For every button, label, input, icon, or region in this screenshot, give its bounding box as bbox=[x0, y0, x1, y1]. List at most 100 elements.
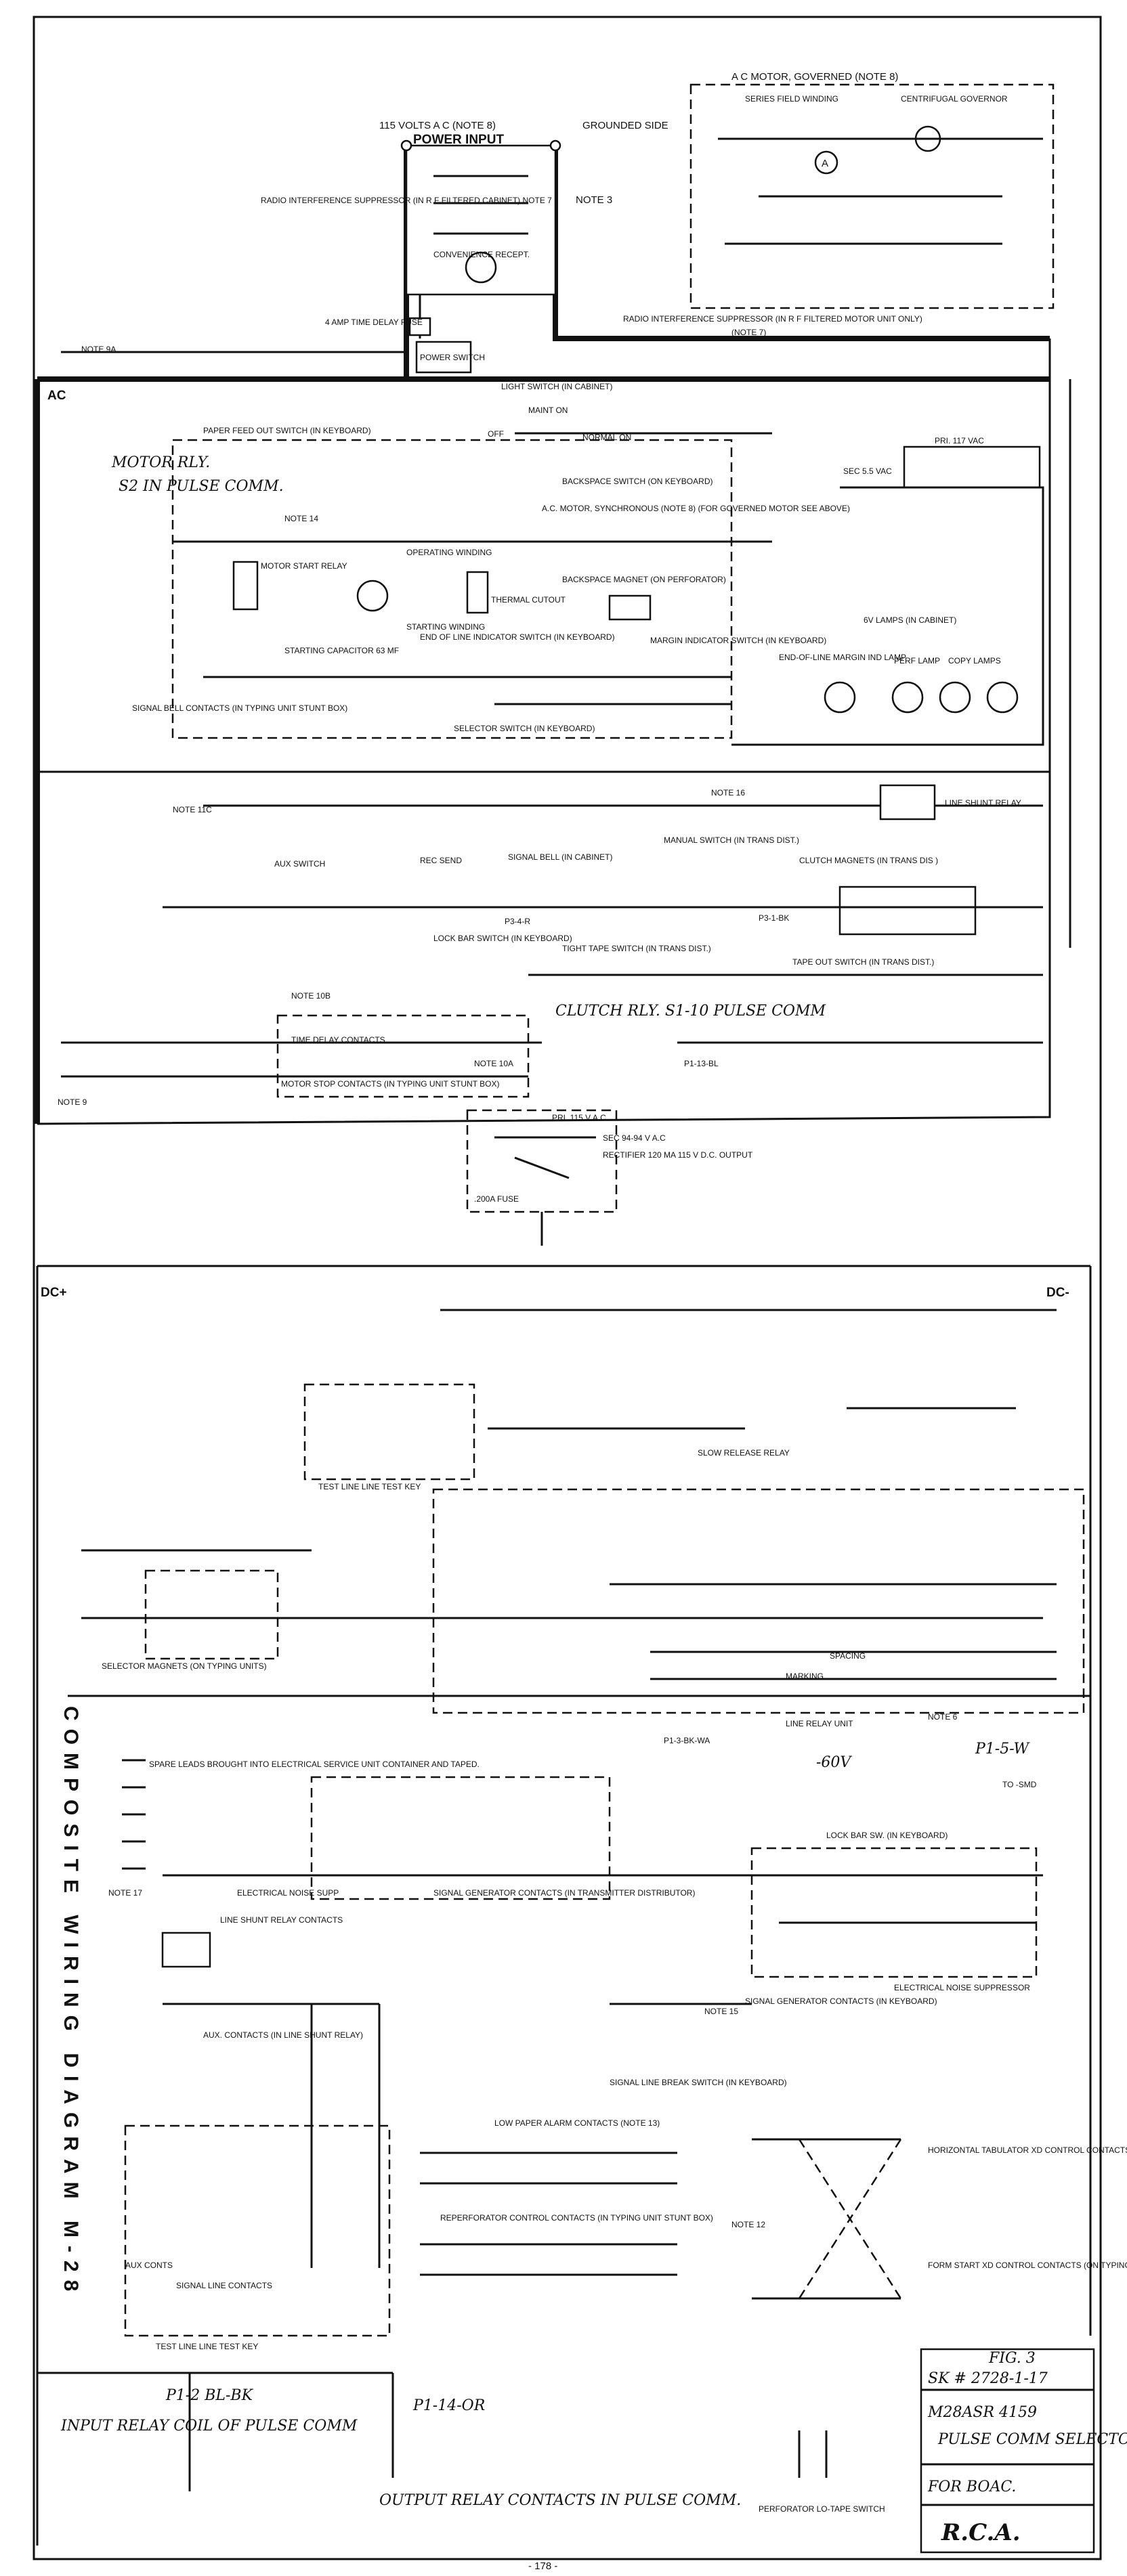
prt-label: PRI. 117 VAC bbox=[935, 436, 984, 445]
title-pulse: PULSE COMM SELECTOR bbox=[937, 2431, 1127, 2448]
suppressor-label: RADIO INTERFERENCE SUPPRESSOR (IN R F FI… bbox=[261, 196, 552, 205]
power-term-b bbox=[549, 139, 561, 152]
keyboard-section-box bbox=[171, 439, 733, 739]
kb-signal-wiring bbox=[691, 1874, 1043, 1924]
sync-motor-label: A.C. MOTOR, SYNCHRONOUS (NOTE 8) (FOR GO… bbox=[542, 504, 850, 513]
aux-contacts-label: AUX. CONTACTS (IN LINE SHUNT RELAY) bbox=[203, 2030, 363, 2040]
lamp-eol-label: END-OF-LINE MARGIN IND LAMP bbox=[779, 653, 906, 662]
low-paper-label: LOW PAPER ALARM CONTACTS (NOTE 13) bbox=[494, 2118, 660, 2128]
note15-label: NOTE 15 bbox=[704, 2007, 738, 2016]
line-relay-wiring bbox=[610, 1583, 1057, 1680]
p1-13-label: P1-13-BL bbox=[684, 1059, 719, 1068]
fuse bbox=[408, 317, 431, 336]
margin-indicator-label: MARGIN INDICATOR SWITCH (IN KEYBOARD) bbox=[650, 636, 826, 645]
signal-bell-label: SIGNAL BELL (IN CABINET) bbox=[508, 852, 612, 862]
backspace-magnet-label: BACKSPACE MAGNET (ON PERFORATOR) bbox=[562, 575, 726, 584]
power-input-label: POWER INPUT bbox=[413, 133, 504, 147]
p1-5-label: P1-5-W bbox=[975, 1741, 1030, 1758]
form-start-label: FORM START XD CONTROL CONTACTS (ON TYPIN… bbox=[928, 2261, 1127, 2270]
input-relay-label: INPUT RELAY COIL OF PULSE COMM bbox=[60, 2418, 358, 2435]
reperforator-label: REPERFORATOR CONTROL CONTACTS (IN TYPING… bbox=[440, 2213, 713, 2223]
clutch-magnets-label: CLUTCH MAGNETS (IN TRANS DIS ) bbox=[799, 856, 938, 865]
paper-feed-label: PAPER FEED OUT SWITCH (IN KEYBOARD) bbox=[203, 426, 371, 435]
aux-contact-wiring bbox=[163, 2003, 752, 2268]
line-test-key-box bbox=[303, 1383, 475, 1481]
lamp-bus bbox=[731, 486, 1044, 746]
off-label: OFF bbox=[488, 429, 504, 439]
lock-bar-sw-label: LOCK BAR SW. (IN KEYBOARD) bbox=[826, 1831, 948, 1840]
rect-sec-label: SEC 94-94 V A.C bbox=[603, 1133, 666, 1143]
maint-on-label: MAINT ON bbox=[528, 406, 568, 415]
rect-pri-label: PRI. 115 V A.C. bbox=[552, 1113, 608, 1122]
page-number: - 178 - bbox=[528, 2560, 557, 2572]
slow-release-wiring bbox=[440, 1309, 1057, 1430]
lamp-6v-label: 6V LAMPS (IN CABINET) bbox=[864, 615, 956, 625]
tape-out-label: TAPE OUT SWITCH (IN TRANS DIST.) bbox=[792, 957, 934, 967]
thermal-cutout bbox=[466, 571, 489, 614]
time-delay-wiring bbox=[61, 1041, 542, 1078]
selector-magnets-box bbox=[144, 1569, 279, 1660]
tabulator-crossover bbox=[798, 2139, 902, 2299]
backspace-switch-label: BACKSPACE SWITCH (ON KEYBOARD) bbox=[562, 477, 713, 486]
selector-switch-label: SELECTOR SWITCH (IN KEYBOARD) bbox=[454, 724, 595, 733]
selector-magnets-label: SELECTOR MAGNETS (ON TYPING UNITS) bbox=[102, 1661, 267, 1671]
frame bbox=[33, 16, 1102, 2560]
clutch-row-wiring bbox=[163, 906, 1043, 1044]
note10a-label: NOTE 10A bbox=[474, 1059, 513, 1068]
s2-pulse-label: S2 IN PULSE COMM. bbox=[119, 478, 284, 495]
line-test-key-label: TEST LINE LINE TEST KEY bbox=[318, 1482, 421, 1491]
p1-2-label: P1-2 BL-BK bbox=[165, 2387, 254, 2404]
title-drawing: SK # 2728-1-17 bbox=[928, 2370, 1048, 2387]
clutch-rly-label: CLUTCH RLY. S1-10 PULSE COMM bbox=[555, 1003, 826, 1020]
title-fig: FIG. 3 bbox=[988, 2350, 1036, 2367]
note3-label: NOTE 3 bbox=[576, 194, 612, 206]
note12-label: NOTE 12 bbox=[731, 2220, 765, 2229]
convenience-label: CONVENIENCE RECEPT. bbox=[433, 250, 530, 259]
note10b-label: NOTE 10B bbox=[291, 991, 331, 1001]
slow-release-label: SLOW RELEASE RELAY bbox=[698, 1448, 790, 1458]
signal-line-contacts-label: SIGNAL LINE CONTACTS bbox=[176, 2281, 272, 2290]
clutch-magnets bbox=[838, 886, 977, 936]
starting-capacitor-label: STARTING CAPACITOR 63 MF bbox=[284, 646, 399, 655]
lamp-eol bbox=[824, 681, 856, 714]
governed-motor-box bbox=[689, 83, 1055, 309]
sec-label: SEC 5.5 VAC bbox=[843, 466, 892, 476]
power-switch bbox=[415, 341, 472, 374]
dc-minus-label: DC- bbox=[1046, 1286, 1069, 1300]
horizontal-tabulator-label: HORIZONTAL TABULATOR XD CONTROL CONTACTS… bbox=[928, 2145, 1127, 2155]
note16-label: NOTE 16 bbox=[711, 788, 745, 798]
side-title: COMPOSITE WIRING DIAGRAM M-28 bbox=[60, 1706, 82, 2299]
title-model: M28ASR 4159 bbox=[927, 2404, 1037, 2421]
note14-label: NOTE 14 bbox=[284, 514, 318, 523]
armature-label: A bbox=[822, 158, 828, 169]
p1-3-label: P1-3-BK-WA bbox=[664, 1736, 710, 1745]
sync-motor-symbol bbox=[356, 580, 389, 612]
line-shunt-contacts bbox=[161, 1931, 211, 1968]
lamp-transformer bbox=[903, 445, 1041, 489]
electrical-noise-label: ELECTRICAL NOISE SUPP bbox=[237, 1888, 339, 1898]
ac-label: AC bbox=[47, 389, 66, 403]
electrical-noise-kb-label: ELECTRICAL NOISE SUPPRESSOR bbox=[894, 1983, 1030, 1992]
suppressor-wiring bbox=[433, 175, 528, 235]
line-shunt-contacts-label: LINE SHUNT RELAY CONTACTS bbox=[220, 1915, 343, 1925]
lamp-perf-label: PERF LAMP bbox=[894, 656, 940, 665]
convenience-receptacle bbox=[465, 251, 497, 284]
line-relay-box bbox=[432, 1488, 1085, 1714]
motor-note7: (NOTE 7) bbox=[731, 328, 766, 337]
p3-1-label: P3-1-BK bbox=[759, 913, 789, 923]
rect-fuse-label: .200A FUSE bbox=[474, 1194, 519, 1204]
rec-send-label: REC SEND bbox=[420, 856, 462, 865]
title-block bbox=[920, 2348, 1095, 2554]
keyboard-wiring bbox=[173, 540, 772, 705]
perforator-low-tape-label: PERFORATOR LO-TAPE SWITCH bbox=[759, 2504, 885, 2514]
motor-title: A C MOTOR, GOVERNED (NOTE 8) bbox=[731, 71, 898, 83]
thermal-cutout-label: THERMAL CUTOUT bbox=[491, 595, 566, 605]
signal-generator-kb-label: SIGNAL GENERATOR CONTACTS (IN KEYBOARD) bbox=[745, 1996, 937, 2006]
note11c-label: NOTE 11C bbox=[173, 805, 212, 814]
fuse-label: 4 AMP TIME DELAY FUSE bbox=[325, 318, 423, 327]
manual-switch-label: MANUAL SWITCH (IN TRANS DIST.) bbox=[664, 835, 799, 845]
to-smd-label: TO -SMD bbox=[1002, 1780, 1037, 1789]
line-shunt-relay-label: LINE SHUNT RELAY bbox=[945, 798, 1021, 808]
power-switch-label: POWER SWITCH bbox=[420, 353, 485, 362]
